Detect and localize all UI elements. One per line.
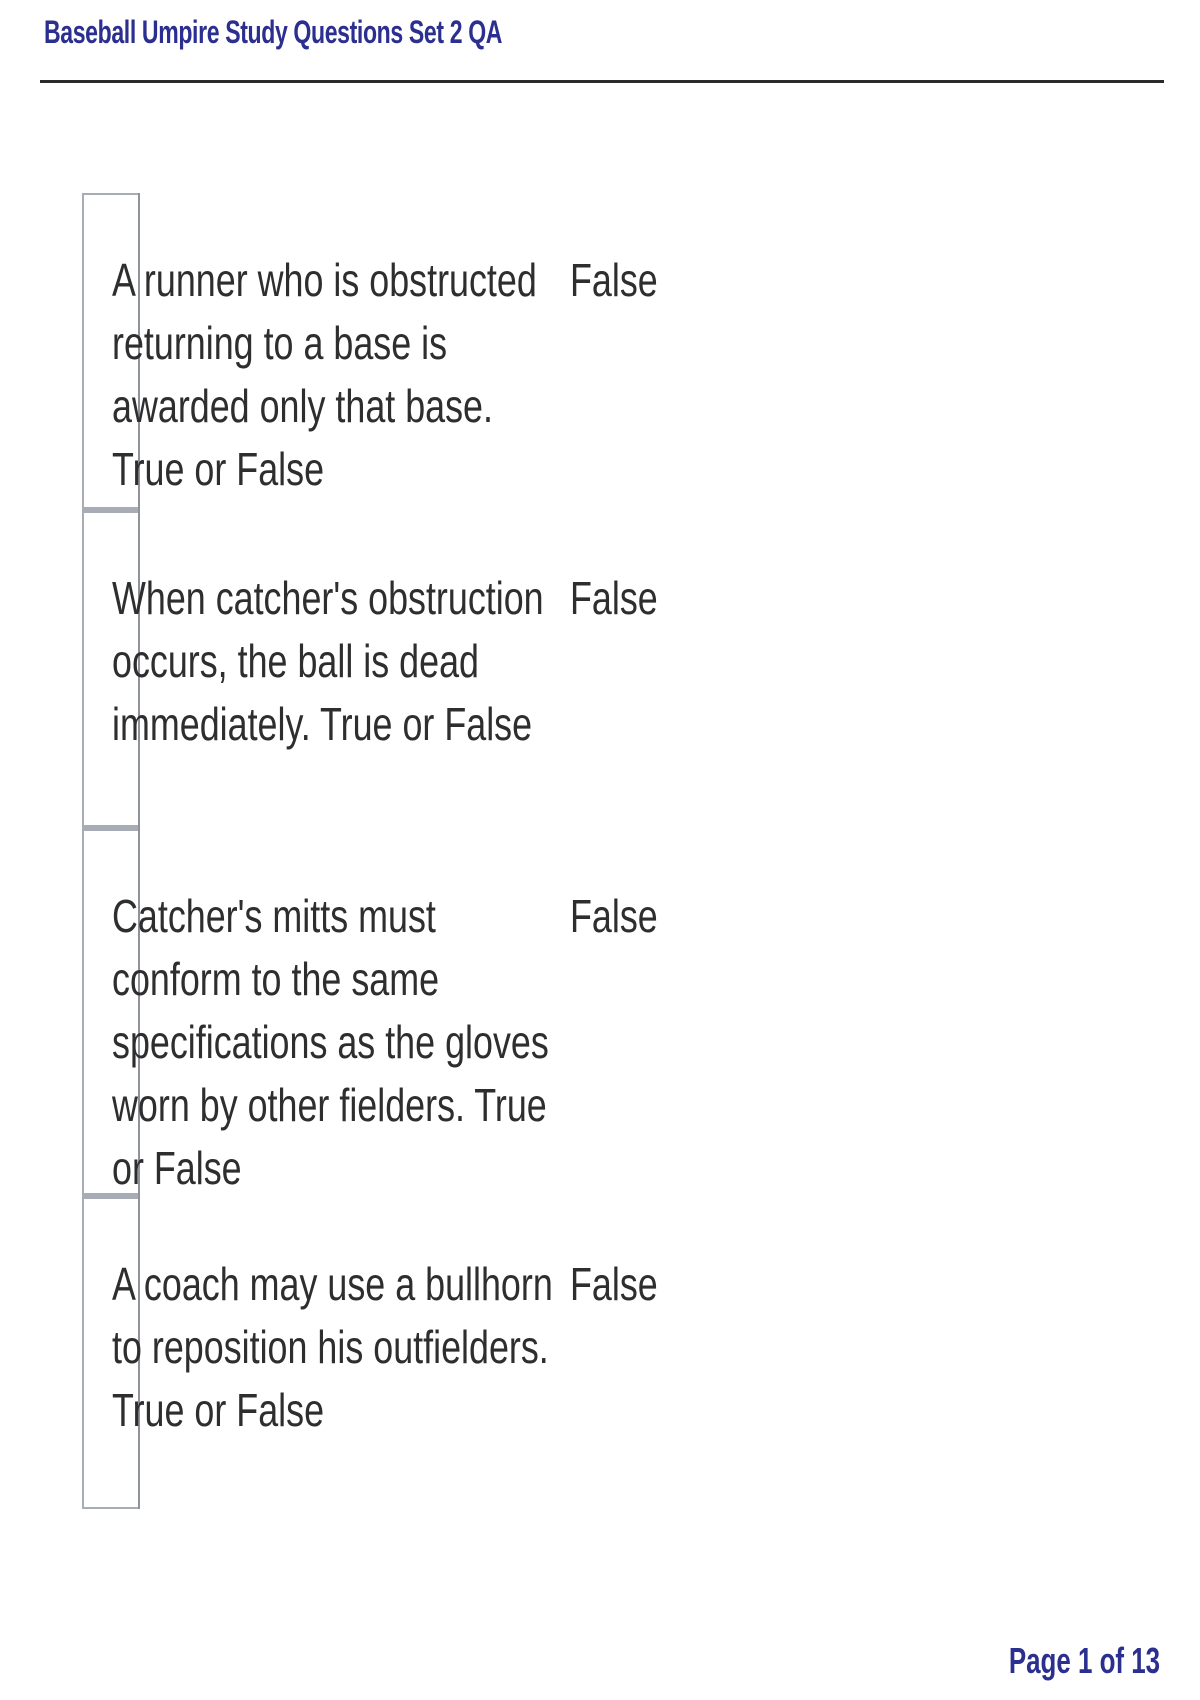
column-divider	[138, 193, 140, 511]
question-text: Catcher's mitts must conform to the same…	[112, 890, 549, 1194]
column-divider	[138, 1197, 140, 1509]
column-divider	[138, 511, 140, 829]
qa-row: Catcher's mitts must conform to the same…	[82, 829, 658, 1197]
answer-text: False	[570, 890, 658, 942]
qa-row: A coach may use a bullhorn to reposition…	[82, 1197, 658, 1509]
header-divider	[40, 80, 1164, 83]
question-text: When catcher's obstruction occurs, the b…	[112, 572, 544, 750]
qa-row: A runner who is obstructed returning to …	[82, 193, 658, 511]
column-divider	[138, 829, 140, 1197]
question-text: A runner who is obstructed returning to …	[112, 254, 537, 495]
answer-text: False	[570, 1258, 658, 1310]
qa-row: When catcher's obstruction occurs, the b…	[82, 511, 658, 829]
document-title: Baseball Umpire Study Questions Set 2 QA	[44, 14, 503, 50]
answer-text: False	[570, 572, 658, 624]
qa-table: A runner who is obstructed returning to …	[82, 193, 658, 1509]
answer-text: False	[570, 254, 658, 306]
page-number: Page 1 of 13	[1008, 1640, 1160, 1681]
question-text: A coach may use a bullhorn to reposition…	[112, 1258, 553, 1436]
